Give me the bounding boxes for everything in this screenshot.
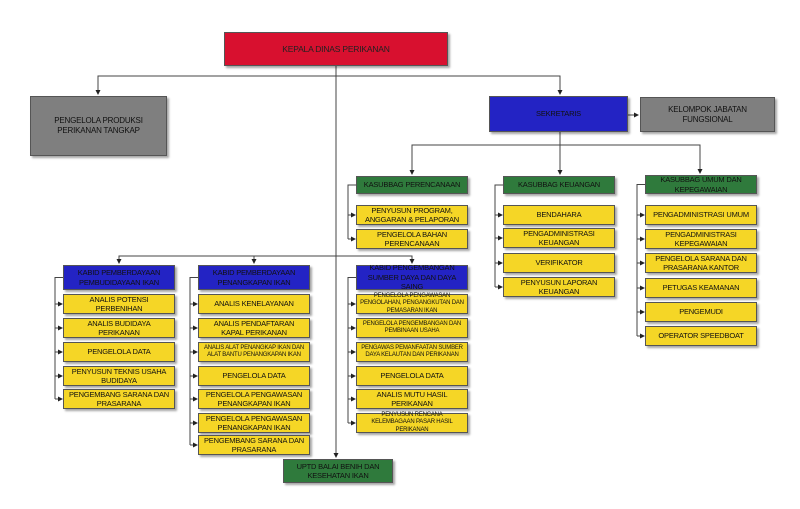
position-box: ANALIS POTENSI PERBENIHAN [63, 294, 175, 314]
uptd-box: UPTD BALAI BENIH DAN KESEHATAN IKAN [283, 459, 393, 483]
position-box: PENGELOLA SARANA DAN PRASARANA KANTOR [645, 253, 757, 273]
position-box: PENYUSUN RENCANA KELEMBAGAAN PASAR HASIL… [356, 412, 468, 433]
position-box: PENGEMBANG SARANA DAN PRASARANA [198, 435, 310, 455]
subsection-header: KASUBBAG PERENCANAAN [356, 176, 468, 194]
connector [189, 277, 198, 445]
connector [54, 277, 63, 399]
head-box: KEPALA DINAS PERIKANAN [224, 32, 448, 66]
position-box: PENGEMBANG SARANA DAN PRASARANA [63, 389, 175, 409]
connector [347, 184, 356, 239]
position-box: OPERATOR SPEEDBOAT [645, 326, 757, 346]
position-box: PENGELOLA DATA [63, 342, 175, 362]
position-box: PENGELOLA DATA [356, 366, 468, 386]
position-box: PENYUSUN PROGRAM, ANGGARAN & PELAPORAN [356, 205, 468, 225]
position-box: PETUGAS KEAMANAN [645, 278, 757, 298]
position-box: PENGELOLA PENGAWASAN PENANGKAPAN IKAN [198, 413, 310, 433]
production-box: PENGELOLA PRODUKSI PERIKANAN TANGKAP [30, 96, 167, 156]
connector [636, 184, 645, 336]
position-box: PENYUSUN TEKNIS USAHA BUDIDAYA [63, 366, 175, 386]
position-box: PENGADMINISTRASI UMUM [645, 205, 757, 225]
position-box: ANALIS MUTU HASIL PERIKANAN [356, 389, 468, 409]
position-box: PENGELOLA BAHAN PERENCANAAN [356, 229, 468, 249]
connector [336, 75, 563, 95]
subsection-header: KASUBBAG UMUM DAN KEPEGAWAIAN [645, 175, 757, 194]
position-box: PENGELOLA PENGAWASAN PENGOLAHAN, PENGANG… [356, 293, 468, 314]
position-box: PENGELOLA PENGAWASAN PENANGKAPAN IKAN [198, 389, 310, 409]
position-box: PENGADMINISTRASI KEPEGAWAIAN [645, 229, 757, 249]
position-box: ANALIS ALAT PENANGKAP IKAN DAN ALAT BANT… [198, 342, 310, 362]
position-box: PENYUSUN LAPORAN KEUANGAN [503, 277, 615, 297]
position-box: PENGELOLA DATA [198, 366, 310, 386]
subsection-header: KASUBBAG KEUANGAN [503, 176, 615, 194]
connector [116, 255, 336, 264]
connector [494, 184, 503, 287]
position-box: PENGELOLA PENGEMBANGAN DAN PEMBINAAN USA… [356, 318, 468, 338]
division-header: KABID PENGEMBANGAN SUMBER DAYA DAN DAYA … [356, 263, 468, 291]
position-box: ANALIS PENDAFTARAN KAPAL PERIKANAN [198, 318, 310, 338]
position-box: PENGAWAS PEMANFAATAN SUMBER DAYA KELAUTA… [356, 342, 468, 362]
connector [336, 255, 415, 264]
position-box: ANALIS KENELAYANAN [198, 294, 310, 314]
division-header: KABID PEMBERDAYAAN PEMBUDIDAYAAN IKAN [63, 265, 175, 290]
position-box: ANALIS BUDIDAYA PERIKANAN [63, 318, 175, 338]
position-box: VERIFIKATOR [503, 253, 615, 273]
connector [95, 75, 336, 95]
secretary-box: SEKRETARIS [489, 96, 628, 132]
position-box: PENGEMUDI [645, 302, 757, 322]
position-box: PENGADMINISTRASI KEUANGAN [503, 228, 615, 248]
connector [560, 144, 703, 174]
functional-group-box: KELOMPOK JABATAN FUNGSIONAL [640, 97, 775, 132]
division-header: KABID PEMBERDAYAAN PENANGKAPAN IKAN [198, 265, 310, 290]
connector [347, 277, 356, 423]
connector [409, 132, 561, 175]
position-box: BENDAHARA [503, 205, 615, 225]
